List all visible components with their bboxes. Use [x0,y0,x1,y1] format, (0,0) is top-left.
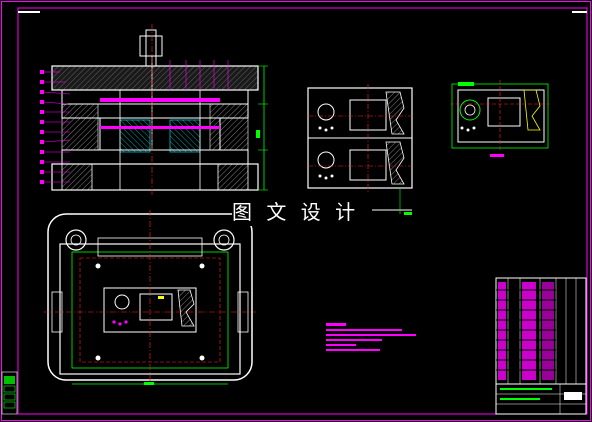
revision-block [495,383,587,415]
front-section-view [40,24,268,196]
sheet-inner-border [17,7,588,415]
part-detail-view [450,80,550,157]
side-section-view [307,84,413,215]
watermark-text: 图 文 设 计 [232,198,372,226]
technical-notes [326,323,416,351]
left-margin-block [1,371,18,415]
top-plan-view [44,210,256,386]
